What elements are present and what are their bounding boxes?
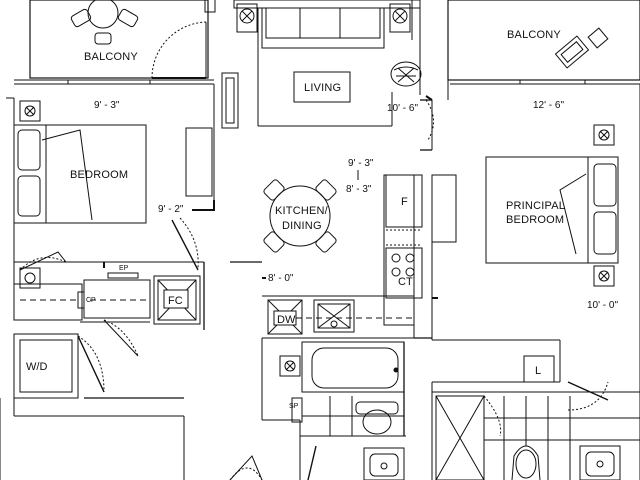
- toilet-ensuite: [511, 445, 541, 480]
- outlet-principal-top: [593, 124, 615, 146]
- label-sprinkler: SP: [289, 403, 299, 410]
- tile-floor-ensuite: [484, 396, 640, 480]
- dim-bedroom-depth: 9' - 2": [158, 204, 184, 215]
- vanity-bath: [363, 447, 405, 480]
- dim-living: 10' - 6": [387, 103, 418, 114]
- label-ep: EP: [119, 265, 129, 272]
- lower-counter: DW: [262, 295, 415, 339]
- outlet-principal-bottom: [593, 265, 615, 287]
- bed-principal: [485, 156, 619, 264]
- shower-ensuite: [435, 395, 502, 480]
- dim-kitchen-bottom: 8' - 0": [268, 273, 294, 284]
- room-label-kitchen-1: KITCHEN/: [275, 205, 329, 217]
- closets: CP EP FC: [13, 262, 201, 357]
- main-bathroom: SP: [261, 338, 406, 480]
- vanity-ensuite: [579, 445, 621, 480]
- toilet-bath: [355, 401, 399, 435]
- dim-bedroom-width: 9' - 3": [94, 100, 120, 111]
- living-room: LIVING 10' - 6": [236, 3, 434, 141]
- room-label-kitchen-2: DINING: [282, 220, 322, 232]
- interior-walls: [84, 99, 432, 436]
- ensuite: [431, 382, 640, 480]
- accent-chair: [390, 61, 422, 87]
- outlet-bedroom: [19, 100, 41, 122]
- lamp-table-right: [389, 3, 411, 33]
- room-label-balcony-left: BALCONY: [84, 51, 138, 63]
- window-walls: [14, 0, 640, 127]
- principal-bedroom: 12' - 6" PRINCIPAL BEDROOM 10' - 0" L: [431, 84, 640, 480]
- living-label-box: [293, 71, 351, 103]
- balcony-lounge-chair: [554, 35, 590, 69]
- bed-bedroom: [13, 124, 147, 224]
- label-linen: L: [535, 365, 541, 377]
- room-label-living: LIVING: [304, 82, 341, 94]
- laundry: W/D: [0, 333, 263, 480]
- dim-balcony-right: 12' - 6": [533, 100, 564, 111]
- lamp-table-left: [236, 3, 258, 33]
- label-fridge: F: [401, 196, 408, 208]
- room-label-principal-1: PRINCIPAL: [506, 200, 565, 212]
- tile-floor-bath: [302, 396, 404, 436]
- room-label-balcony-right: BALCONY: [507, 29, 561, 41]
- label-cooktop: CT: [398, 276, 413, 288]
- dishwasher: [267, 299, 303, 335]
- outlet-bedroom-b: [19, 267, 41, 289]
- dining-set: [263, 179, 337, 253]
- balcony-table-set: [70, 0, 139, 45]
- tv-unit: [185, 72, 239, 197]
- label-fc: FC: [168, 295, 183, 307]
- fridge: [385, 174, 423, 228]
- label-wd: W/D: [26, 361, 47, 373]
- label-dishwasher: DW: [277, 314, 296, 326]
- dim-principal-width: 10' - 0": [587, 300, 618, 311]
- linen-closet: L: [432, 340, 561, 383]
- bathtub: [301, 341, 405, 393]
- tall-cabinet: [431, 174, 457, 243]
- dim-kitchen-depth: 8' - 3": [346, 184, 372, 195]
- balcony-left: BALCONY: [29, 0, 216, 79]
- kitchen-dining: KITCHEN/ DINING 9' - 3" 8' - 3" 8' - 0" …: [262, 158, 457, 339]
- balcony-right: BALCONY: [447, 0, 640, 81]
- outlet-bath: [279, 355, 301, 377]
- furnace-closet: FC: [153, 275, 201, 325]
- counter-run: F CT: [383, 174, 457, 326]
- kitchen-sink: [313, 299, 355, 333]
- balcony-door-swing: [151, 21, 207, 79]
- dim-kitchen-width: 9' - 3": [348, 158, 374, 169]
- room-label-principal-2: BEDROOM: [506, 214, 564, 226]
- bedroom: 9' - 3" BEDROOM 9' - 2": [6, 72, 239, 320]
- cooktop: [385, 247, 423, 299]
- room-label-bedroom: BEDROOM: [70, 169, 128, 181]
